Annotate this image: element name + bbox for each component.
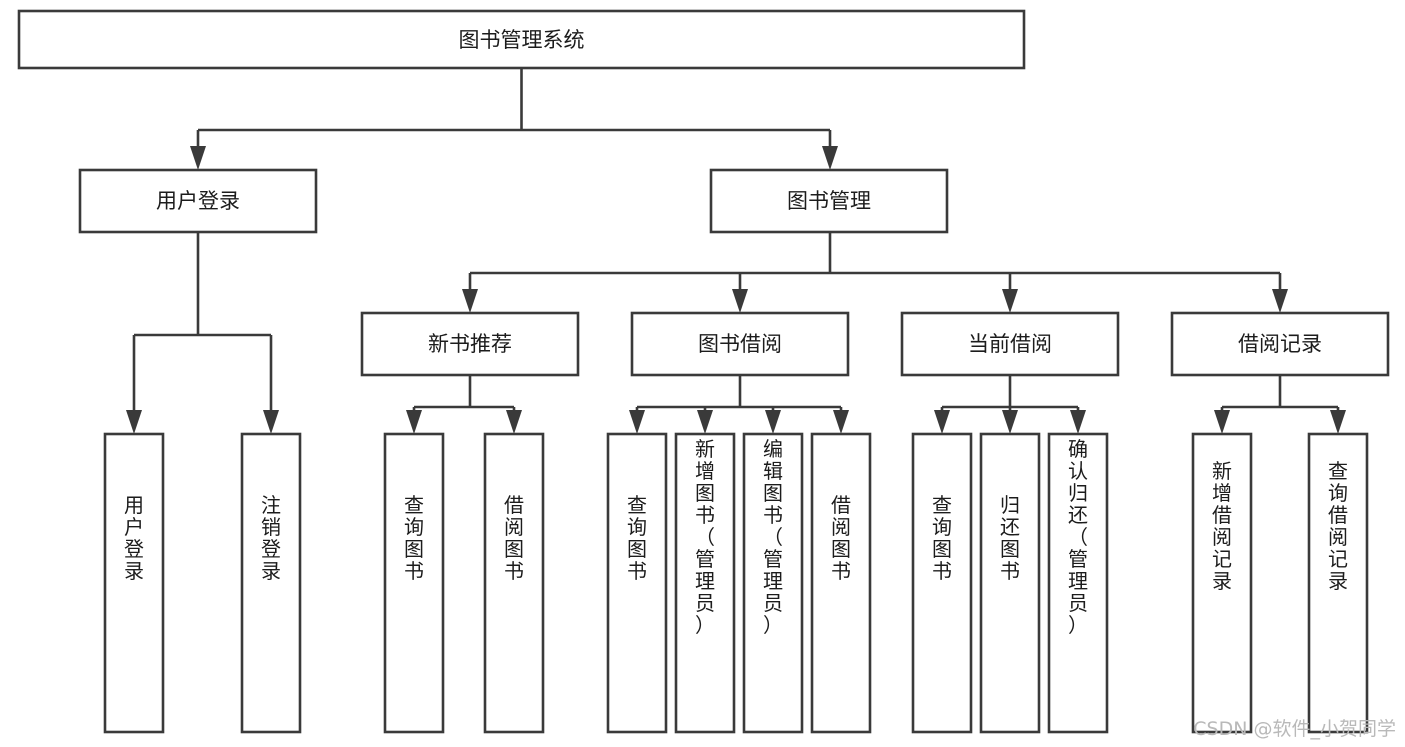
arrow-leaf-confirm-return xyxy=(1070,410,1086,434)
arrow-leaf-logout-login xyxy=(263,410,279,434)
node-user-login[interactable]: 用户登录 xyxy=(78,168,318,234)
node-root[interactable]: 图书管理系统 xyxy=(17,9,1026,70)
node-new-book-recommend[interactable]: 新书推荐 xyxy=(360,311,580,377)
node-user-login-label: 用户登录 xyxy=(156,189,240,213)
leaf-node-edit-book-label: 编辑图书（管理员） xyxy=(763,437,783,637)
leaf-node-add-book-box[interactable] xyxy=(674,432,736,734)
node-book-management[interactable]: 图书管理 xyxy=(709,168,949,234)
leaf-node-add-book-label: 新增图书（管理员） xyxy=(695,437,715,637)
arrow-to-borrow-record xyxy=(1272,289,1288,313)
leaf-node-borrow-book-2-label: 借阅图书 xyxy=(831,493,851,583)
leaf-node-query-book-2-label: 查询图书 xyxy=(627,493,647,583)
leaf-node-return-book-label: 归还图书 xyxy=(1000,493,1020,583)
leaf-node-query-book-1[interactable]: 查询图书 xyxy=(383,432,445,734)
leaf-node-query-record-box[interactable] xyxy=(1307,432,1369,734)
leaf-node-return-book-box[interactable] xyxy=(979,432,1041,734)
leaf-node-user-login-box[interactable] xyxy=(103,432,165,734)
node-borrow-record-box[interactable] xyxy=(1170,311,1390,377)
leaf-node-confirm-return[interactable]: 确认归还（管理员） xyxy=(1047,432,1109,734)
leaf-node-confirm-return-label: 确认归还（管理员） xyxy=(1068,437,1088,637)
leaf-node-logout-login-label: 注销登录 xyxy=(261,493,281,583)
leaf-node-query-book-3[interactable]: 查询图书 xyxy=(911,432,973,734)
node-book-management-label: 图书管理 xyxy=(787,189,871,213)
node-current-borrow-box[interactable] xyxy=(900,311,1120,377)
node-new-book-recommend-label: 新书推荐 xyxy=(428,332,512,356)
leaf-node-borrow-book-1[interactable]: 借阅图书 xyxy=(483,432,545,734)
arrow-leaf-query-record xyxy=(1330,410,1346,434)
leaf-node-query-book-1-box[interactable] xyxy=(383,432,445,734)
arrow-to-user-login xyxy=(190,146,206,170)
node-user-login-box[interactable] xyxy=(78,168,318,234)
leaf-node-user-login[interactable]: 用户登录 xyxy=(103,432,165,734)
node-book-borrow-box[interactable] xyxy=(630,311,850,377)
leaf-node-confirm-return-box[interactable] xyxy=(1047,432,1109,734)
leaf-node-borrow-book-1-label: 借阅图书 xyxy=(504,493,524,583)
leaf-node-edit-book[interactable]: 编辑图书（管理员） xyxy=(742,432,804,734)
leaf-node-borrow-book-1-box[interactable] xyxy=(483,432,545,734)
node-borrow-record-label: 借阅记录 xyxy=(1238,332,1322,356)
leaf-node-add-book[interactable]: 新增图书（管理员） xyxy=(674,432,736,734)
arrow-leaf-return-book xyxy=(1002,410,1018,434)
leaf-node-query-book-3-box[interactable] xyxy=(911,432,973,734)
leaf-node-borrow-book-2[interactable]: 借阅图书 xyxy=(810,432,872,734)
arrow-leaf-borrow-book-1 xyxy=(506,410,522,434)
leaf-node-query-record[interactable]: 查询借阅记录 xyxy=(1307,432,1369,734)
arrow-leaf-user-login xyxy=(126,410,142,434)
leaf-node-add-record-label: 新增借阅记录 xyxy=(1212,459,1232,593)
leaf-node-borrow-book-2-box[interactable] xyxy=(810,432,872,734)
node-current-borrow[interactable]: 当前借阅 xyxy=(900,311,1120,377)
node-book-management-box[interactable] xyxy=(709,168,949,234)
leaf-node-add-record[interactable]: 新增借阅记录 xyxy=(1191,432,1253,734)
arrow-to-current-borrow xyxy=(1002,289,1018,313)
leaf-node-return-book[interactable]: 归还图书 xyxy=(979,432,1041,734)
arrow-leaf-add-book xyxy=(697,410,713,434)
leaf-node-edit-book-box[interactable] xyxy=(742,432,804,734)
node-borrow-record[interactable]: 借阅记录 xyxy=(1170,311,1390,377)
arrow-to-new-book-recommend xyxy=(462,289,478,313)
leaf-node-query-record-label: 查询借阅记录 xyxy=(1328,459,1348,593)
arrow-leaf-add-record xyxy=(1214,410,1230,434)
connector-layer xyxy=(126,68,1346,434)
leaf-node-logout-login[interactable]: 注销登录 xyxy=(240,432,302,734)
arrow-leaf-edit-book xyxy=(765,410,781,434)
arrow-to-book-borrow xyxy=(732,289,748,313)
node-book-borrow-label: 图书借阅 xyxy=(698,332,782,356)
node-book-borrow[interactable]: 图书借阅 xyxy=(630,311,850,377)
leaf-node-logout-login-box[interactable] xyxy=(240,432,302,734)
arrow-to-book-management xyxy=(822,146,838,170)
node-root-label: 图书管理系统 xyxy=(459,28,585,52)
leaf-node-query-book-2[interactable]: 查询图书 xyxy=(606,432,668,734)
leaf-node-query-book-1-label: 查询图书 xyxy=(404,493,424,583)
arrow-leaf-query-book-3 xyxy=(934,410,950,434)
node-root-box[interactable] xyxy=(17,9,1026,70)
leaf-node-add-record-box[interactable] xyxy=(1191,432,1253,734)
arrow-leaf-query-book-2 xyxy=(629,410,645,434)
node-current-borrow-label: 当前借阅 xyxy=(968,332,1052,356)
node-new-book-recommend-box[interactable] xyxy=(360,311,580,377)
arrow-leaf-query-book-1 xyxy=(406,410,422,434)
leaf-node-query-book-2-box[interactable] xyxy=(606,432,668,734)
leaf-node-query-book-3-label: 查询图书 xyxy=(932,493,952,583)
csdn-watermark: CSDN @软件_小贺同学 xyxy=(1193,718,1396,740)
arrow-leaf-borrow-book-2 xyxy=(833,410,849,434)
leaf-node-user-login-label: 用户登录 xyxy=(124,493,144,583)
